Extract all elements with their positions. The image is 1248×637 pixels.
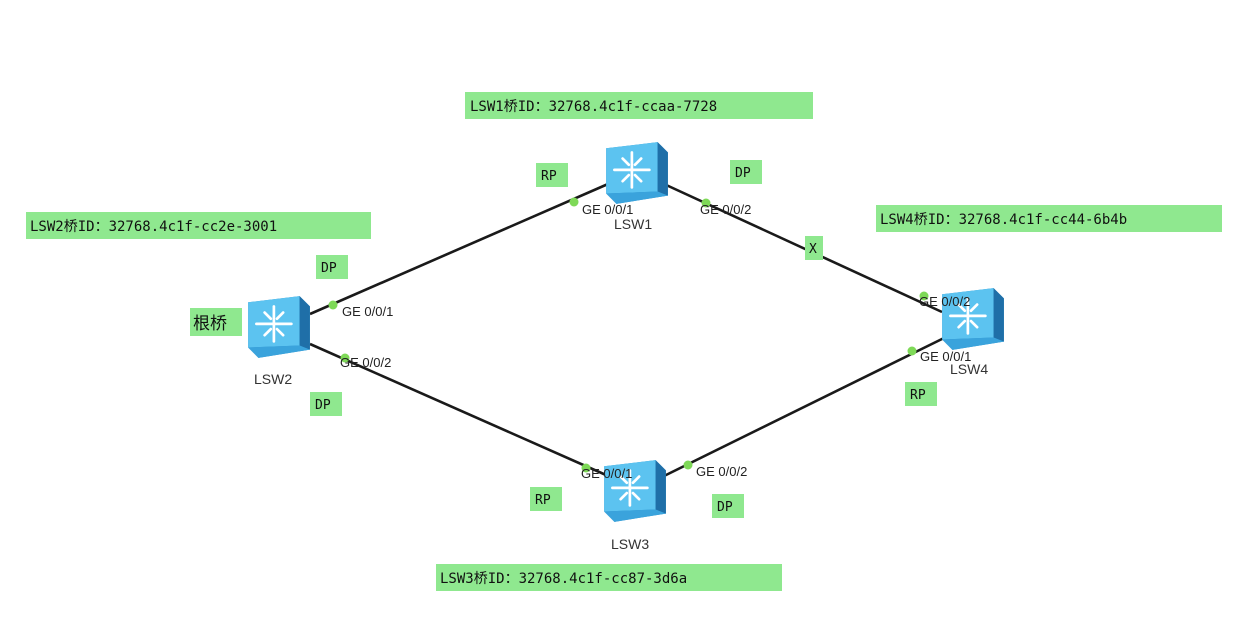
port-dot-lsw2-g1: [328, 300, 338, 310]
port-label-lsw3-g2: GE 0/0/2: [696, 464, 747, 479]
port-label-lsw2-g1: GE 0/0/1: [342, 304, 393, 319]
port-dot-lsw3-g1: [581, 463, 591, 473]
bridge-id-lsw1: LSW1桥ID：32768.4c1f-ccaa-7728: [470, 99, 717, 115]
device-label-lsw2: LSW2: [254, 371, 292, 387]
blocked-port-tag: [805, 236, 823, 260]
role-text-lsw3-g1: RP: [535, 493, 551, 508]
role-text-lsw2-g1: DP: [321, 261, 337, 276]
bridge-id-lsw3: LSW3桥ID：32768.4c1f-cc87-3d6a: [440, 571, 687, 587]
port-dot-lsw4-g1: [907, 346, 917, 356]
role-tag-lsw4-g1: [905, 382, 937, 406]
switch-lsw2-icon[interactable]: [246, 294, 312, 360]
port-dot-lsw1-g2: [701, 198, 711, 208]
bridge-id-lsw4: LSW4桥ID：32768.4c1f-cc44-6b4b: [880, 212, 1127, 228]
bridge-id-lsw2: LSW2桥ID：32768.4c1f-cc2e-3001: [30, 219, 277, 235]
role-text-lsw1-g2: DP: [735, 166, 751, 181]
role-tag-lsw2-g1: [316, 255, 348, 279]
link-lsw3-lsw4: [663, 336, 945, 478]
role-tag-lsw1-g2: [730, 160, 762, 184]
port-label-lsw3-g1: GE 0/0/1: [581, 466, 632, 481]
port-label-lsw4-g2: GE 0/0/2: [919, 294, 970, 309]
role-text-lsw1-g1: RP: [541, 169, 557, 184]
role-text-lsw2-g2: DP: [315, 398, 331, 413]
port-label-lsw1-g2: GE 0/0/2: [700, 202, 751, 217]
link-lsw2-lsw3: [309, 342, 607, 477]
port-label-lsw4-g1: GE 0/0/1: [920, 349, 971, 364]
device-label-lsw3: LSW3: [611, 536, 649, 552]
port-dot-lsw3-g2: [683, 460, 693, 470]
port-dot-lsw1-g1: [569, 197, 579, 207]
port-dot-lsw4-g2: [919, 291, 929, 301]
port-label-lsw1-g1: GE 0/0/1: [582, 202, 633, 217]
root-bridge-label: 根桥: [193, 314, 227, 334]
device-label-lsw4: LSW4: [950, 361, 988, 377]
bridge-id-tag-lsw1: [465, 92, 813, 119]
bridge-id-tag-lsw3: [436, 564, 782, 591]
link-lsw2-lsw1: [309, 182, 609, 316]
device-label-lsw1: LSW1: [614, 216, 652, 232]
port-label-lsw2-g2: GE 0/0/2: [340, 355, 391, 370]
link-lsw1-lsw4: [663, 182, 943, 314]
switch-lsw1-icon[interactable]: [604, 140, 670, 206]
bridge-id-tag-lsw2: [26, 212, 371, 239]
role-tag-lsw3-g1: [530, 487, 562, 511]
role-tag-lsw3-g2: [712, 494, 744, 518]
role-tag-lsw2-g2: [310, 392, 342, 416]
root-bridge-tag: [190, 308, 242, 336]
role-tag-lsw1-g1: [536, 163, 568, 187]
bridge-id-tag-lsw4: [876, 205, 1222, 232]
role-text-lsw4-g1: RP: [910, 388, 926, 403]
blocked-port-mark: X: [809, 242, 817, 257]
port-dot-lsw2-g2: [340, 353, 350, 363]
role-text-lsw3-g2: DP: [717, 500, 733, 515]
